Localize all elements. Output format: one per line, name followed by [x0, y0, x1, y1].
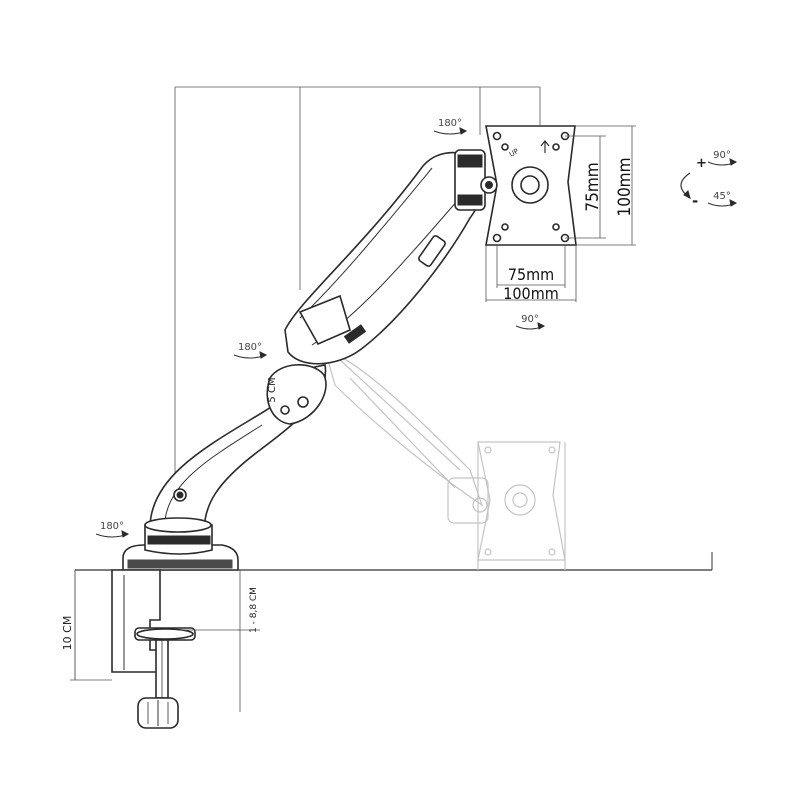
clamp-dimensions — [70, 570, 260, 712]
vesa-horizontal-inner-label: 75mm — [508, 265, 554, 284]
lower-arm — [144, 364, 327, 555]
rotation-arrow-middle: 180° — [233, 342, 268, 359]
svg-text:UP: UP — [508, 147, 520, 159]
rotation-plate-right-bottom-label: 45° — [713, 191, 731, 202]
upper-arm — [284, 149, 498, 365]
vesa-vertical-inner-label: 75mm — [583, 162, 603, 211]
rotation-plate-right-top-label: 90° — [713, 150, 731, 161]
rotation-base-label: 180° — [100, 521, 124, 532]
rotation-arrow-plate-bottom: 90° — [515, 314, 546, 330]
rotation-arrow-base: 180° — [95, 521, 130, 538]
reach-lines — [174, 86, 541, 527]
arm-offset-label: 5 CM — [267, 377, 278, 402]
rotation-middle-label: 180° — [238, 342, 262, 353]
desk-surface — [74, 552, 713, 680]
ghost-arm-position — [324, 349, 566, 570]
clamp-height-label: 10 CM — [61, 616, 74, 651]
vesa-vertical-outer-label: 100mm — [615, 158, 635, 217]
rotation-plate-bottom-label: 90° — [521, 314, 539, 325]
tilt-arrows: 90° 45° + - — [680, 150, 738, 210]
vesa-dimensions — [485, 125, 636, 302]
vesa-plate: UP — [485, 125, 577, 246]
tilt-plus-sign: + — [696, 156, 707, 171]
rotation-top-label: 180° — [438, 118, 462, 129]
tilt-minus-sign: - — [692, 192, 698, 210]
rotation-arrow-top: 180° — [433, 118, 468, 135]
vesa-horizontal-outer-label: 100mm — [503, 284, 559, 303]
desk-clamp — [111, 544, 239, 729]
clamp-range-label: 1 - 8,8 CM — [249, 587, 259, 633]
